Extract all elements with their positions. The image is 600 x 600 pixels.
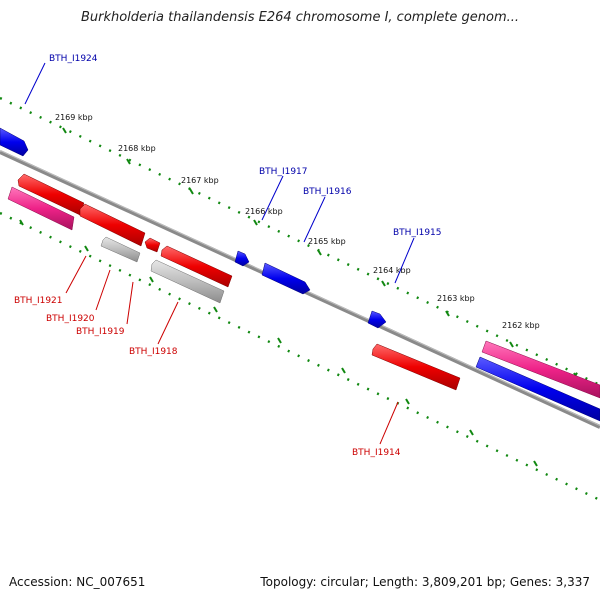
inner-tick-ring [0, 211, 600, 502]
gene-BTH_I1919[interactable] [100, 236, 141, 263]
accession-text: Accession: NC_007651 [9, 575, 146, 589]
gene-BTH_I1921[interactable] [17, 173, 85, 216]
gene-label-BTH_I1920[interactable]: BTH_I1920 [46, 314, 95, 324]
gene-label-BTH_I1919[interactable]: BTH_I1919 [76, 327, 125, 337]
tick-label-2164: 2164 kbp [373, 266, 411, 275]
map-title: Burkholderia thailandensis E264 chromoso… [80, 10, 520, 25]
gene-label-BTH_I1918[interactable]: BTH_I1918 [129, 347, 178, 357]
tick-label-2166: 2166 kbp [245, 207, 283, 216]
gene-label-BTH_I1914[interactable]: BTH_I1914 [352, 448, 401, 458]
tick-label-2168: 2168 kbp [118, 144, 156, 153]
tick-label-2169: 2169 kbp [55, 113, 93, 122]
forward-callouts [24, 62, 415, 284]
gene-BTH_I1914[interactable] [371, 343, 461, 391]
tick-label-2167: 2167 kbp [181, 176, 219, 185]
feature-magenta-right[interactable] [481, 340, 600, 399]
major-ticks-outer [62, 127, 578, 379]
gene-BTH_I1920[interactable] [79, 203, 146, 247]
outer-tick-ring [0, 96, 600, 387]
gene-BTH_I1916[interactable] [261, 262, 311, 295]
gene-label-BTH_I1916[interactable]: BTH_I1916 [303, 187, 352, 197]
feature-magenta-left[interactable] [7, 186, 75, 231]
gene-BTH_I1913-forward[interactable] [475, 356, 600, 422]
reverse-callouts [65, 255, 399, 445]
gene-BTH_I1919-red[interactable] [144, 237, 161, 253]
topology-text: Topology: circular; Length: 3,809,201 bp… [260, 575, 590, 589]
gene-label-BTH_I1921[interactable]: BTH_I1921 [14, 296, 63, 306]
tick-label-2163: 2163 kbp [437, 294, 475, 303]
gene-label-BTH_I1915[interactable]: BTH_I1915 [393, 228, 442, 238]
gene-BTH_I1918[interactable] [160, 245, 233, 288]
gene-BTH_I1915[interactable] [367, 310, 387, 329]
gene-label-BTH_I1924[interactable]: BTH_I1924 [49, 54, 98, 64]
gene-BTH_I1918-gray[interactable] [150, 259, 225, 304]
gene-BTH_I1924[interactable] [0, 127, 29, 157]
gene-BTH_I1917[interactable] [234, 250, 250, 267]
major-ticks-inner [19, 219, 538, 467]
tick-label-2165: 2165 kbp [308, 237, 346, 246]
tick-label-2162: 2162 kbp [502, 321, 540, 330]
gene-label-BTH_I1917[interactable]: BTH_I1917 [259, 167, 308, 177]
